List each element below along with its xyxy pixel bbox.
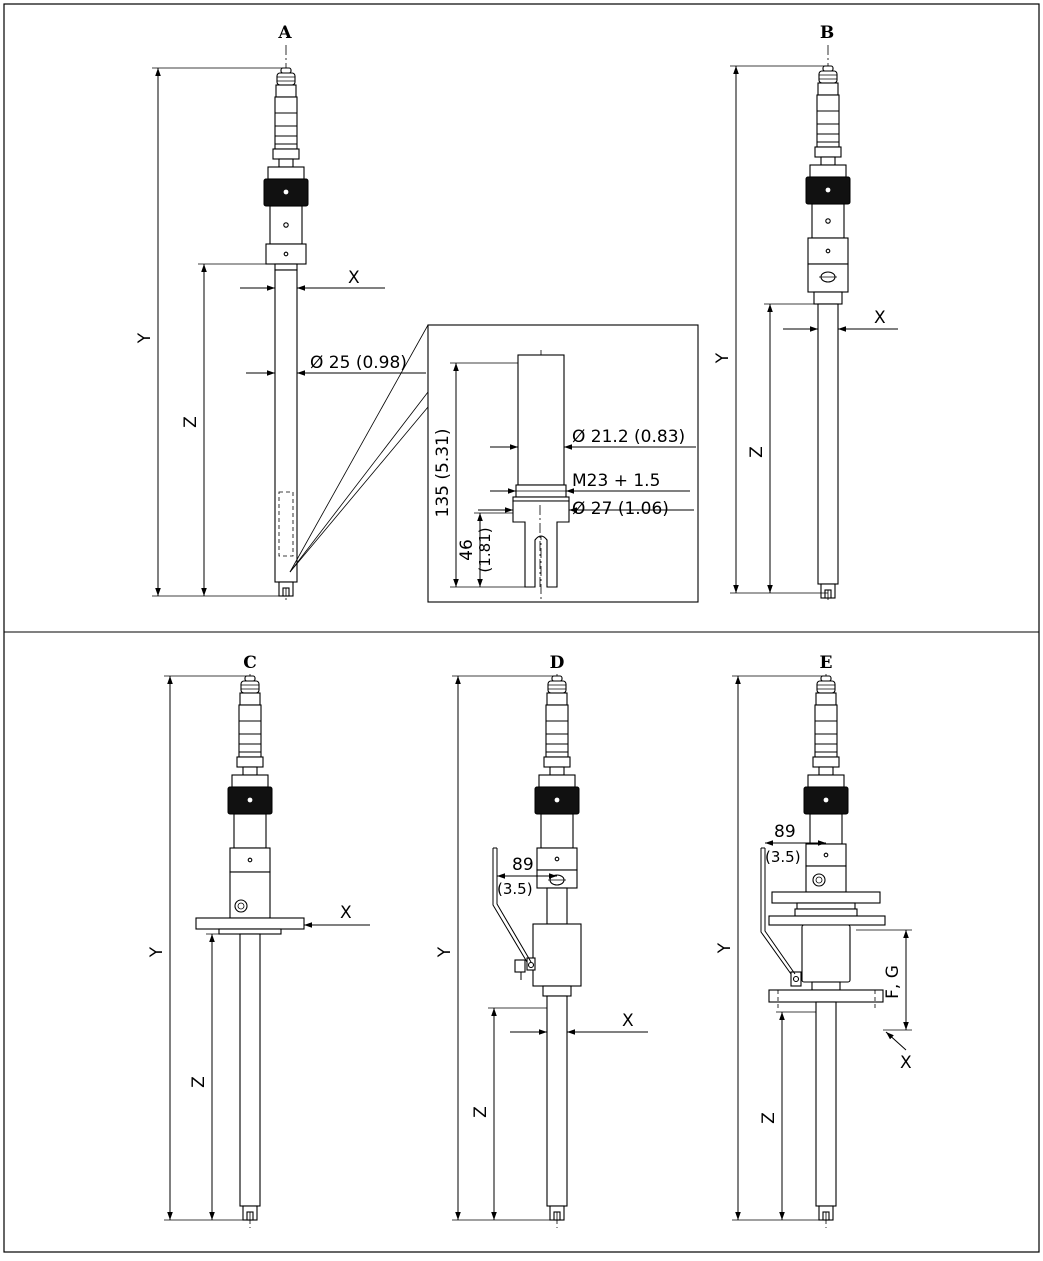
view-label-d: D (550, 653, 565, 673)
dim-z-a: Z (181, 416, 201, 428)
dim-lever-89-e: 89 (774, 822, 796, 842)
dim-y-c: Y (147, 946, 167, 958)
view-b: B Y Z X (713, 23, 898, 600)
dim-x-c: X (340, 903, 352, 923)
dim-z-c: Z (189, 1076, 209, 1088)
detail-inner-diameter: Ø 21.2 (0.83) (572, 427, 685, 447)
drawing-frame (3, 3, 1040, 1253)
dim-x-e: X (900, 1053, 912, 1073)
dim-lever-89-d: 89 (512, 855, 534, 875)
view-label-a: A (277, 23, 292, 43)
dim-x-a: X (348, 268, 360, 288)
dim-y-d: Y (435, 946, 455, 958)
view-c: C Y Z X (147, 653, 370, 1228)
detail-tip-view: 135 (5.31) 46 (1.81) Ø 21.2 (0.83) M23 +… (427, 324, 699, 603)
view-label-b: B (820, 23, 834, 43)
detail-length-135: 135 (5.31) (433, 429, 453, 518)
dim-lever-35-e: (3.5) (765, 848, 801, 866)
dim-z-d: Z (471, 1106, 491, 1118)
view-label-c: C (243, 653, 257, 673)
dim-fg-e: F, G (883, 965, 903, 999)
view-a: A Y Z X Ø 25 (0.98) (135, 23, 429, 600)
view-e: E Y Z F, G (715, 653, 912, 1228)
detail-thread: M23 + 1.5 (572, 471, 660, 491)
detail-tip-46: 46 (457, 539, 477, 561)
dim-z-b: Z (747, 446, 767, 458)
dim-x-d: X (622, 1011, 634, 1031)
view-label-e: E (820, 653, 833, 673)
dim-y-e: Y (715, 942, 735, 954)
dim-x-b: X (874, 308, 886, 328)
detail-outer-diameter: Ø 27 (1.06) (572, 499, 669, 519)
dim-y-b: Y (713, 352, 733, 364)
detail-tip-181: (1.81) (476, 527, 494, 572)
dim-lever-35-d: (3.5) (497, 880, 533, 898)
view-d: D Y Z X 89 (3.5) (435, 653, 648, 1228)
dim-y-a: Y (135, 332, 155, 344)
dim-tube-diameter: Ø 25 (0.98) (310, 353, 407, 373)
dim-z-e: Z (759, 1112, 779, 1124)
